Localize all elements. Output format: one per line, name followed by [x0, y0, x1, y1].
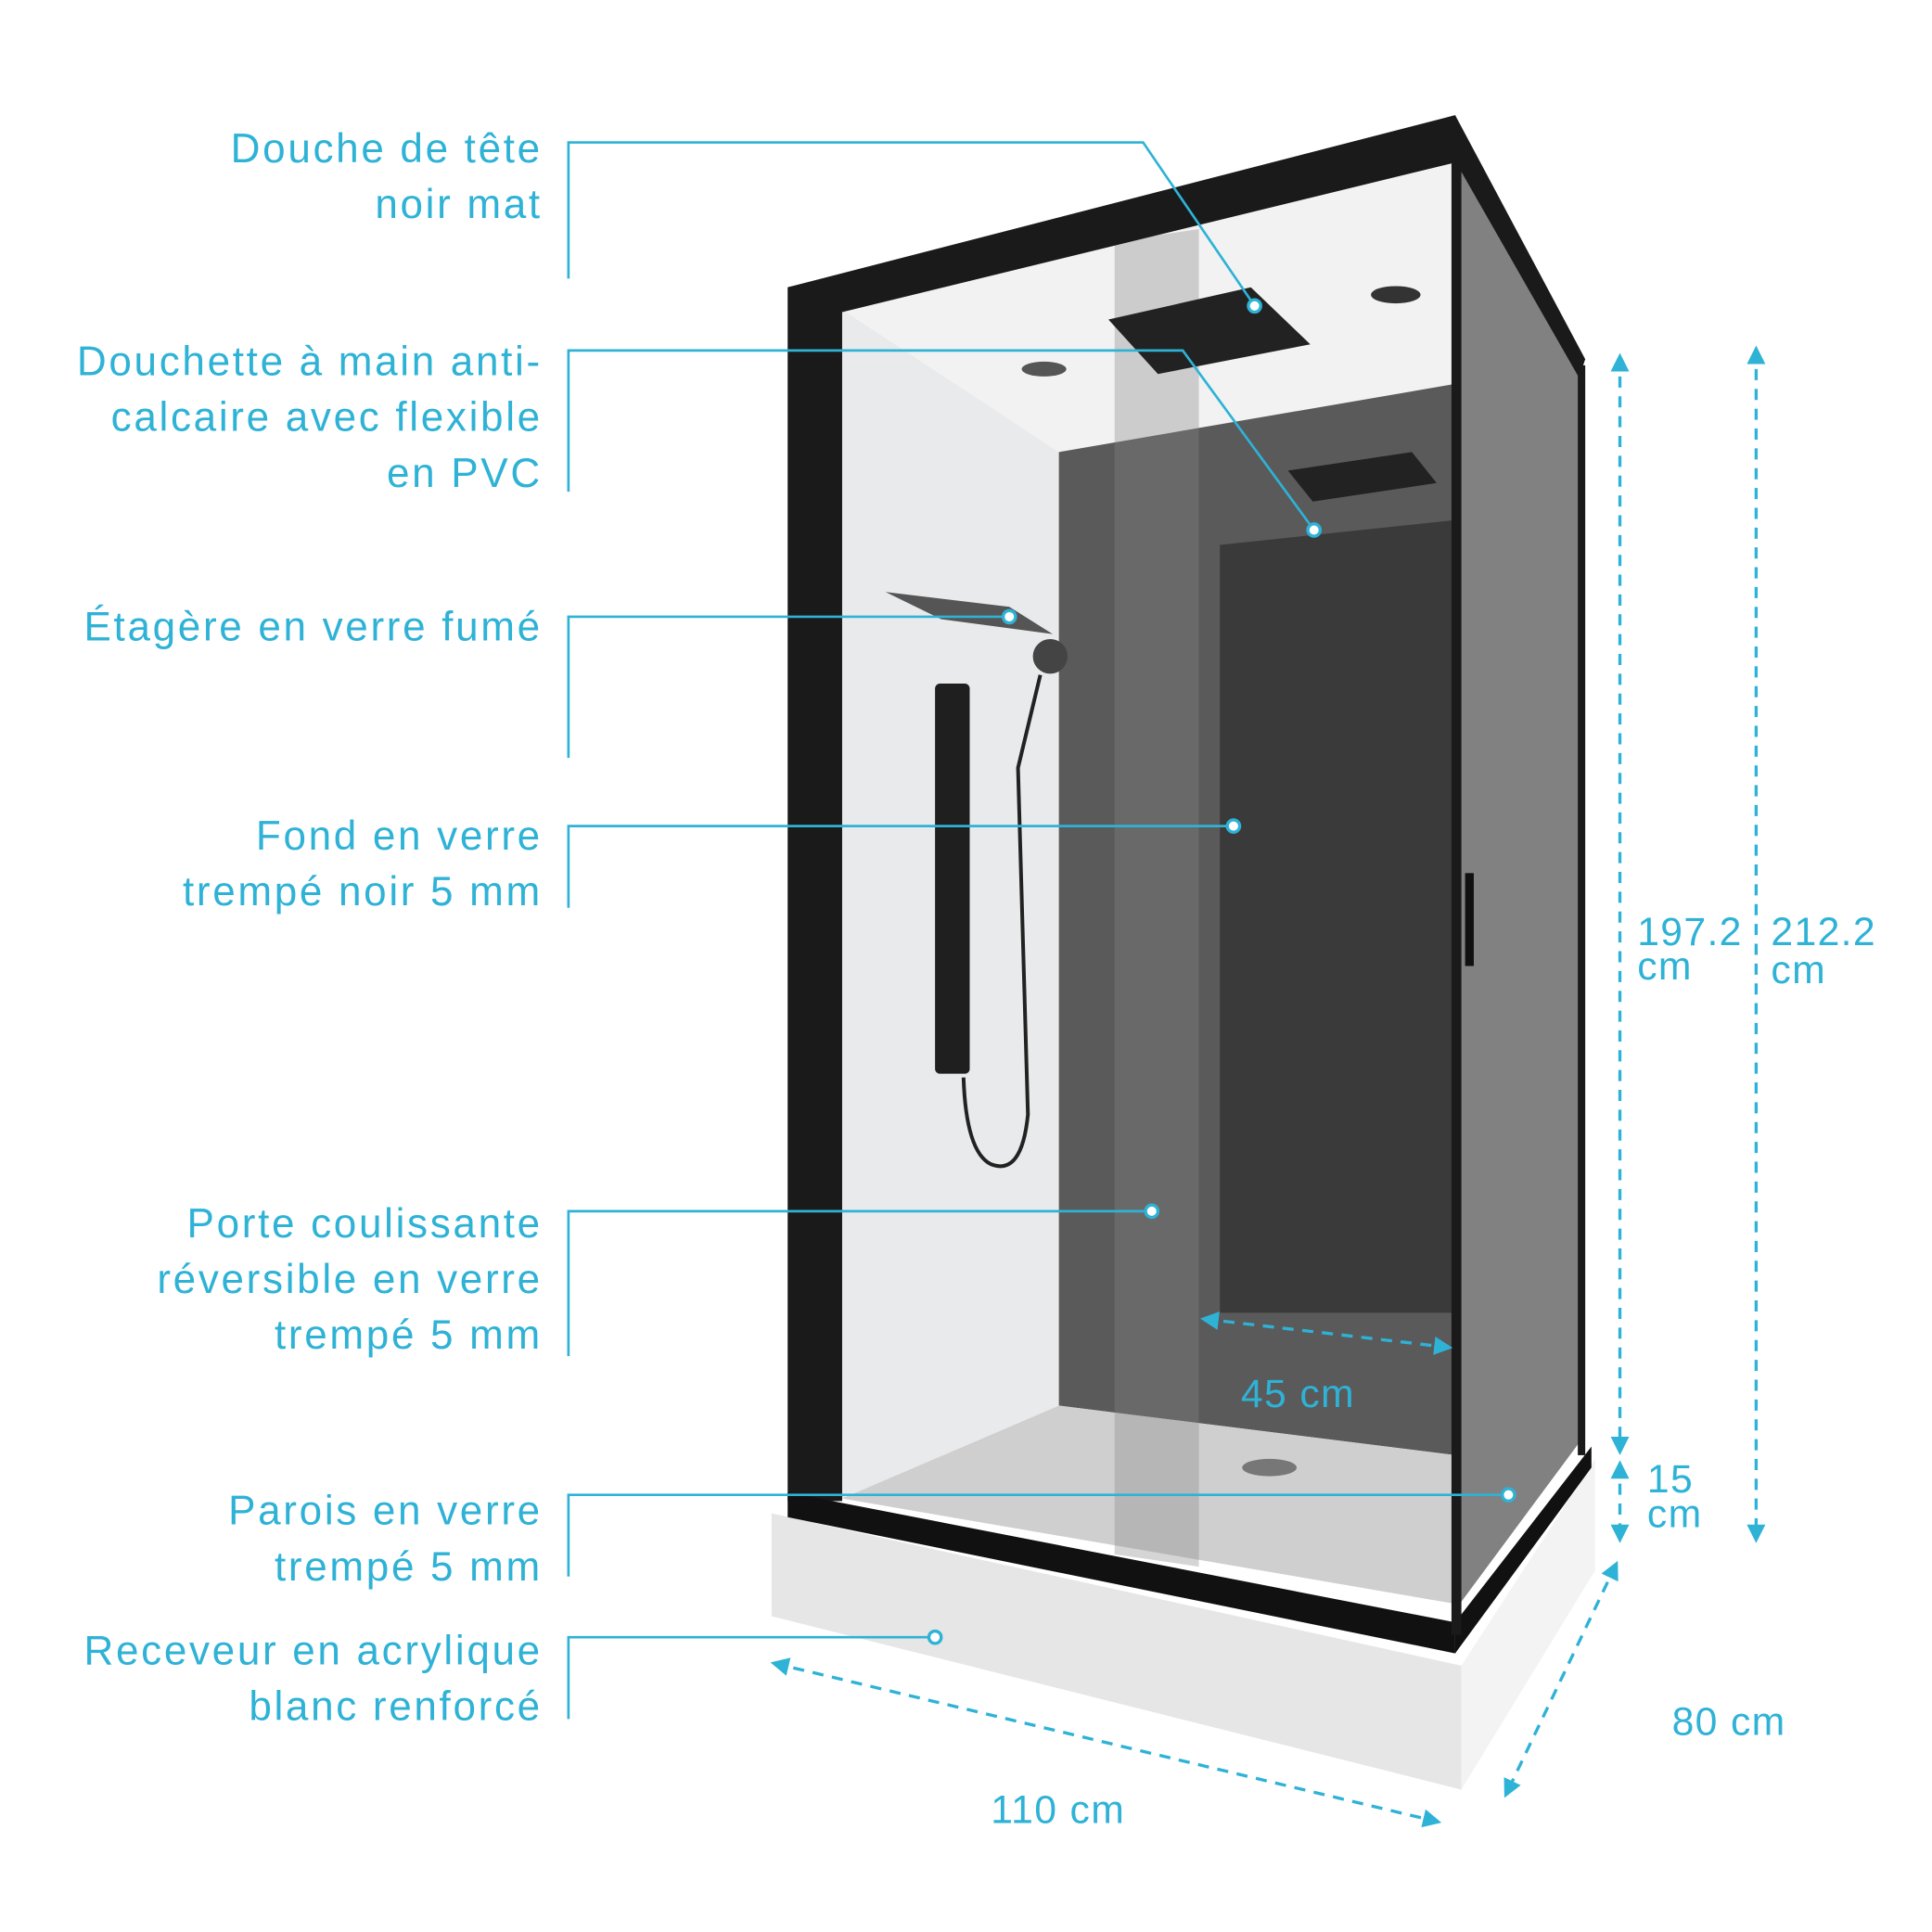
frame-bottom-beam: [787, 1491, 1455, 1654]
floor: [841, 1405, 1455, 1605]
callout-fond-verre: Fond en verre trempé noir 5 mm: [183, 813, 543, 915]
height-total-value: 212.2: [1771, 910, 1876, 954]
drain: [1242, 1458, 1298, 1477]
frame-side-post: [1578, 365, 1586, 1455]
callout-etagere: Étagère en verre fumé: [83, 604, 542, 649]
frame-left-post: [787, 275, 842, 1502]
ceiling-light: [1021, 361, 1067, 377]
label-line: calcaire avec flexible: [111, 395, 543, 441]
label-line: Receveur en acrylique: [83, 1629, 542, 1674]
ceiling: [841, 160, 1455, 453]
frame-top-beam: [787, 115, 1462, 313]
frame-right-post: [1451, 148, 1462, 1635]
sliding-door-glass: [1114, 229, 1199, 1567]
label-line: réversible en verre: [157, 1257, 543, 1302]
label-line: noir mat: [375, 182, 542, 227]
door-opening-value: 45 cm: [1241, 1372, 1355, 1416]
door-handle: [1465, 873, 1474, 966]
label-line: trempé 5 mm: [275, 1312, 543, 1358]
door-opening-arrow: [1199, 1311, 1453, 1355]
width-arrow: [770, 1657, 1442, 1828]
label-line: Parois en verre: [228, 1489, 543, 1534]
label-line: Douche de tête: [231, 126, 543, 172]
shower-illustration: [771, 115, 1595, 1790]
label-line: trempé noir 5 mm: [183, 869, 543, 915]
callout-porte-coulissante: Porte coulissante réversible en verre tr…: [157, 1201, 543, 1358]
height-total-unit: cm: [1771, 948, 1826, 992]
frame-bottom-side: [1454, 1446, 1592, 1654]
label-line: trempé 5 mm: [275, 1544, 543, 1590]
shower-column: [935, 684, 970, 1074]
label-line: Fond en verre: [256, 813, 543, 859]
ceiling-vent: [1287, 452, 1437, 502]
depth-value: 80 cm: [1672, 1700, 1786, 1745]
height-inner-value: 197.2: [1637, 910, 1743, 954]
width-value: 110 cm: [991, 1787, 1125, 1832]
callout-receveur: Receveur en acrylique blanc renforcé: [83, 1629, 543, 1730]
label-line: Douchette à main anti-: [77, 339, 543, 385]
label-line: en PVC: [387, 451, 543, 496]
frame-top-side: [1454, 115, 1586, 378]
depth-arrow: [1503, 1560, 1619, 1798]
callout-douchette: Douchette à main anti- calcaire avec fle…: [77, 339, 543, 496]
height-inner-unit: cm: [1637, 944, 1693, 989]
ceiling-light: [1371, 286, 1421, 304]
callout-douche-de-tete: Douche de tête noir mat: [231, 126, 543, 227]
label-line: Porte coulissante: [187, 1201, 543, 1247]
label-line: Étagère en verre fumé: [83, 604, 542, 649]
hand-shower: [1032, 638, 1068, 674]
side-glass: [1454, 160, 1580, 1610]
tray-height-unit: cm: [1647, 1491, 1703, 1536]
leader-lines: [567, 141, 1516, 1720]
dimensions: 197.2 cm 212.2 cm 15 cm 110 cm 80 cm 45 …: [770, 345, 1876, 1832]
label-line: blanc renforcé: [249, 1684, 543, 1730]
shower-hose: [961, 674, 1043, 1169]
tray-height-value: 15: [1647, 1457, 1694, 1502]
callout-parois: Parois en verre trempé 5 mm: [228, 1489, 543, 1590]
back-glass-panel: [1220, 519, 1455, 1313]
